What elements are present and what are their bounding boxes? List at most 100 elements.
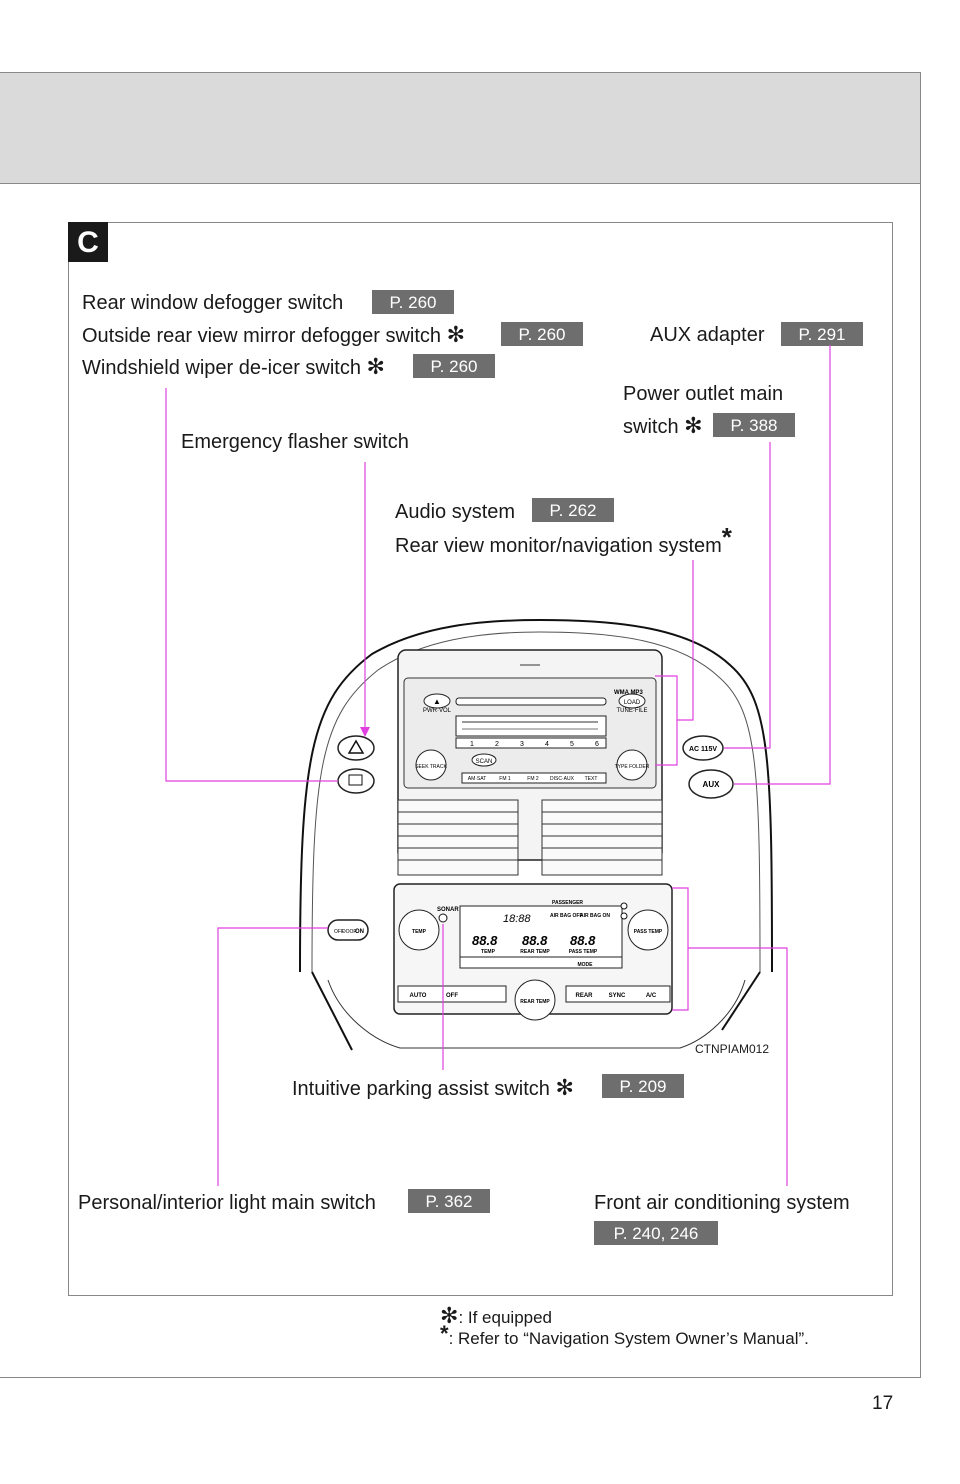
svg-text:DOOR: DOOR: [342, 929, 357, 935]
svg-text:PASS TEMP: PASS TEMP: [634, 929, 663, 935]
svg-text:TEMP: TEMP: [481, 949, 496, 955]
preset-4[interactable]: 4: [545, 741, 549, 748]
ref-parking-assist[interactable]: P. 209: [602, 1074, 684, 1098]
footnote-navigation: *: Refer to “Navigation System Owner’s M…: [440, 1323, 809, 1349]
if-equipped-icon: ✻: [446, 322, 466, 347]
tune-file-label: TUNE·FILE: [616, 708, 647, 714]
sonar-label: SONAR: [437, 907, 459, 913]
callout-lines: [165, 345, 831, 1186]
label-power-outlet-line2: switch ✻: [623, 414, 703, 439]
svg-text:REAR TEMP: REAR TEMP: [520, 999, 550, 1005]
ref-power-outlet[interactable]: P. 388: [713, 413, 795, 437]
air-vents: [397, 799, 663, 876]
label-personal-light: Personal/interior light main switch: [78, 1192, 376, 1214]
label-text: Windshield wiper de-icer switch: [82, 357, 361, 379]
if-equipped-icon: ✻: [440, 1303, 459, 1328]
ref-rear-defogger[interactable]: P. 260: [372, 290, 454, 314]
svg-text:TEMP: TEMP: [412, 929, 427, 935]
svg-text:▲: ▲: [433, 697, 441, 706]
preset-6[interactable]: 6: [595, 741, 599, 748]
clock-readout: 18:88: [503, 913, 531, 925]
personal-light-switch[interactable]: [327, 919, 369, 941]
label-rear-view-monitor: Rear view monitor/navigation system*: [395, 524, 732, 558]
if-equipped-icon: ✻: [555, 1075, 574, 1100]
passenger-label: PASSENGER: [552, 900, 583, 906]
header-band: [0, 72, 921, 184]
eject-button[interactable]: [423, 693, 451, 709]
load-button[interactable]: [618, 693, 646, 709]
airbag-off-indicator: AIR BAG OFF: [550, 913, 583, 919]
text-button[interactable]: TEXT: [585, 776, 598, 782]
airbag-on-indicator: AIR BAG ON: [580, 913, 610, 919]
parking-assist-button[interactable]: [438, 913, 448, 923]
driver-temp-readout: 88.8: [472, 933, 498, 948]
auto-off-button-bar: [397, 985, 507, 1003]
footnote-text: : If equipped: [458, 1308, 553, 1327]
svg-text:LOAD: LOAD: [624, 700, 641, 706]
svg-text:REAR TEMP: REAR TEMP: [520, 949, 550, 955]
svg-text:SEEK TRACK: SEEK TRACK: [415, 764, 447, 770]
ref-wiper-deicer[interactable]: P. 260: [413, 354, 495, 378]
ac-button[interactable]: A/C: [646, 993, 657, 999]
label-text: switch: [623, 416, 679, 438]
preset-bar: [455, 737, 607, 749]
label-front-ac: Front air conditioning system: [594, 1192, 850, 1214]
fan-off-button[interactable]: OFF: [446, 993, 458, 999]
svg-text:AC 115V: AC 115V: [689, 746, 717, 753]
auto-button[interactable]: AUTO: [410, 993, 427, 999]
svg-text:TYPE FOLDER: TYPE FOLDER: [615, 764, 650, 770]
preset-3[interactable]: 3: [520, 741, 524, 748]
rear-temp-readout: 88.8: [522, 933, 548, 948]
page-margin-rule: [920, 72, 921, 1378]
console-shell: [299, 618, 773, 973]
ref-personal-light[interactable]: P. 362: [408, 1189, 490, 1213]
audio-display: [455, 715, 607, 737]
ref-aux-adapter[interactable]: P. 291: [781, 322, 863, 346]
power-outlet-switch[interactable]: [682, 735, 724, 761]
preset-2[interactable]: 2: [495, 741, 499, 748]
navigation-note-icon: *: [721, 522, 732, 552]
ref-front-ac[interactable]: P. 240, 246: [594, 1221, 718, 1245]
emergency-flasher-button[interactable]: [337, 735, 375, 761]
scan-button[interactable]: [471, 753, 497, 767]
rear-defogger-button[interactable]: [337, 768, 375, 794]
console-leg-left: [311, 971, 353, 1051]
console-shell-inner: [311, 631, 761, 973]
ref-audio-system[interactable]: P. 262: [532, 498, 614, 522]
ref-mirror-defogger[interactable]: P. 260: [501, 322, 583, 346]
svg-text:AUX: AUX: [703, 780, 721, 789]
driver-temp-knob[interactable]: [398, 909, 440, 951]
preset-1[interactable]: 1: [470, 741, 474, 748]
console-leg-right: [721, 971, 761, 1031]
seek-track-button[interactable]: [415, 749, 447, 781]
wma-mp3-label: WMA MP3: [614, 690, 643, 696]
mode-button[interactable]: MODE: [578, 962, 594, 968]
svg-text:PASS TEMP: PASS TEMP: [569, 949, 598, 955]
preset-5[interactable]: 5: [570, 741, 574, 748]
fm1-button[interactable]: FM 1: [499, 776, 511, 782]
svg-text:SCAN: SCAN: [476, 759, 493, 765]
label-audio-system: Audio system: [395, 501, 516, 523]
footnote-if-equipped: ✻: If equipped: [440, 1303, 553, 1328]
footnote-text: : Refer to “Navigation System Owner’s Ma…: [448, 1329, 809, 1348]
svg-text:OFF: OFF: [334, 929, 344, 935]
label-text: Outside rear view mirror defogger switch: [82, 325, 442, 347]
label-parking-assist: Intuitive parking assist switch ✻: [292, 1076, 574, 1101]
rear-temp-knob[interactable]: [514, 979, 556, 1021]
fm2-button[interactable]: FM 2: [527, 776, 539, 782]
type-folder-button[interactable]: [616, 749, 648, 781]
label-power-outlet-line1: Power outlet main: [623, 383, 784, 405]
defogger-icon: [348, 774, 363, 786]
label-text: Rear view monitor/navigation system: [395, 535, 722, 557]
pwr-vol-label: PWR·VOL: [423, 708, 452, 714]
aux-adapter-jack[interactable]: [688, 769, 734, 799]
pass-temp-knob[interactable]: [627, 909, 669, 951]
rear-sync-ac-button-bar: [565, 985, 671, 1003]
sync-button[interactable]: SYNC: [609, 993, 626, 999]
label-emergency-flasher: Emergency flasher switch: [181, 431, 409, 453]
am-sat-button[interactable]: AM·SAT: [468, 776, 487, 782]
rear-button[interactable]: REAR: [575, 993, 593, 999]
label-wiper-deicer: Windshield wiper de-icer switch ✻: [82, 355, 385, 380]
disc-aux-button[interactable]: DISC·AUX: [550, 776, 575, 782]
